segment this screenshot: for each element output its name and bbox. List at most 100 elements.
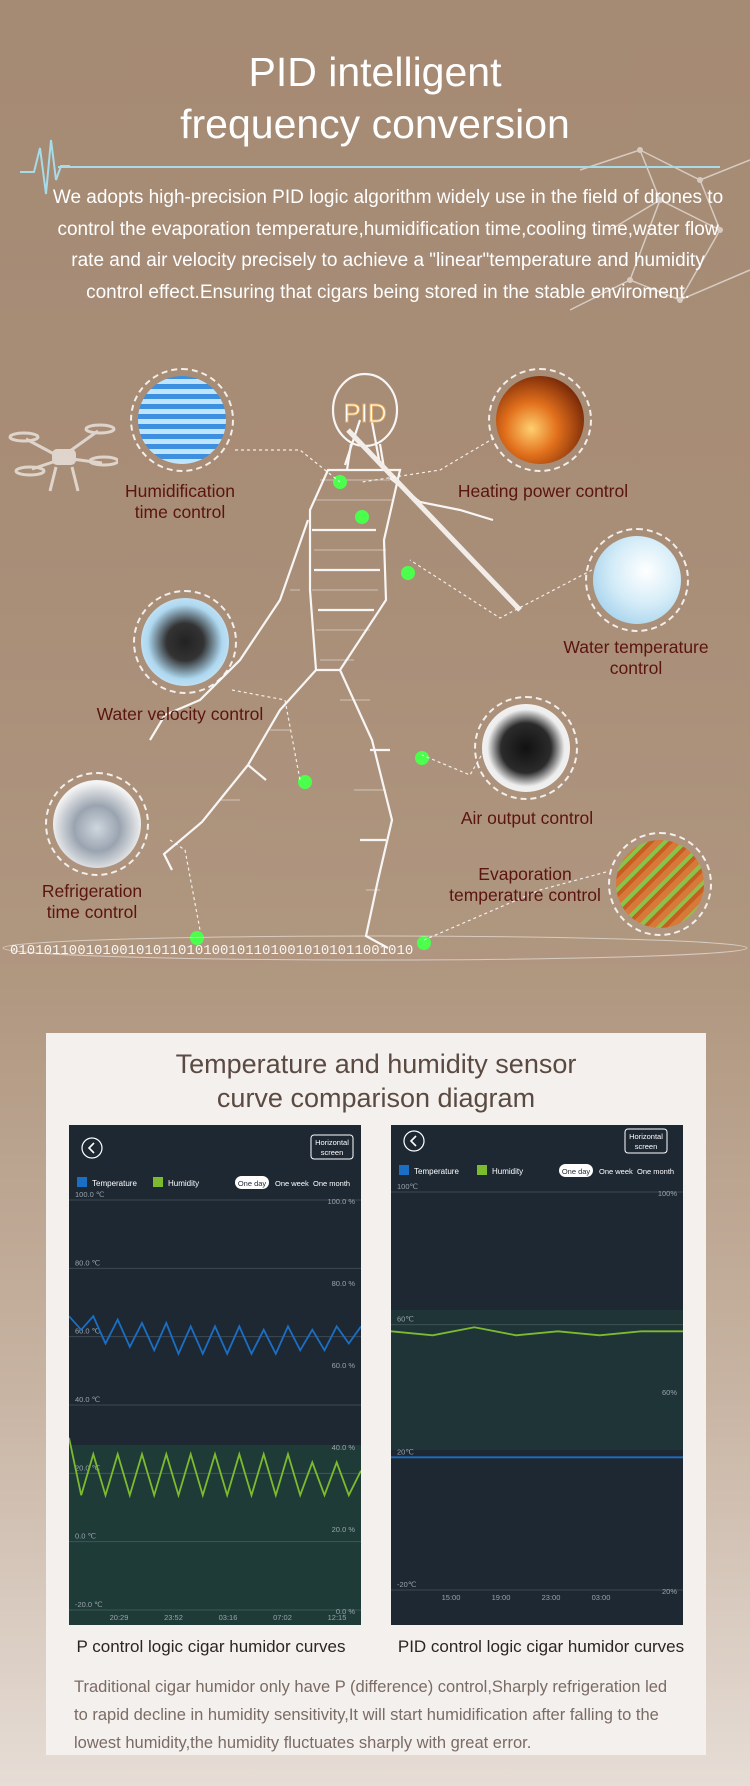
refrigeration-label: Refrigeration time control xyxy=(41,881,143,922)
tab-one-day[interactable] xyxy=(559,1164,593,1177)
x-tick-label: 23:52 xyxy=(164,1613,183,1622)
humidity-series-line xyxy=(68,1437,362,1499)
p-control-phone: Horizontal screen Temperature Humidity O… xyxy=(68,1125,362,1625)
binary-ground-ring: 0101011001010010101101010010110100101010… xyxy=(2,935,748,961)
y-right-tick-label: 20% xyxy=(662,1587,677,1596)
x-tick-label: 03:16 xyxy=(219,1613,238,1622)
back-button[interactable] xyxy=(403,1130,425,1152)
chevron-left-icon xyxy=(87,1142,95,1154)
y-right-tick-label: 40.0 % xyxy=(332,1443,356,1452)
heartbeat-icon xyxy=(20,139,70,195)
y-right-tick-label: 60.0 % xyxy=(332,1361,356,1370)
y-right-tick-label: 100% xyxy=(658,1189,678,1198)
page-title: PID intelligent frequency conversion xyxy=(0,46,750,150)
water-pump-image xyxy=(141,598,229,686)
compressor-image xyxy=(53,780,141,868)
y-right-tick-label: 100.0 % xyxy=(327,1197,355,1206)
blower-fan-image xyxy=(482,704,570,792)
svg-text:screen: screen xyxy=(321,1148,344,1157)
water-velocity-bubble xyxy=(133,590,237,694)
temperature-legend-swatch xyxy=(77,1177,87,1187)
connector-lines xyxy=(0,0,750,960)
temperature-legend-label: Temperature xyxy=(414,1167,459,1176)
pid-control-caption: PID control logic cigar humidor curves xyxy=(397,1637,685,1656)
x-tick-label: 19:00 xyxy=(492,1593,511,1602)
svg-text:screen: screen xyxy=(635,1142,658,1151)
pid-control-chart: Horizontal screen Temperature Humidity O… xyxy=(390,1125,683,1625)
horizontal-screen-button[interactable] xyxy=(624,1128,668,1154)
temperature-legend-label: Temperature xyxy=(92,1179,137,1188)
y-left-tick-label: 60.0 ℃ xyxy=(75,1327,101,1336)
y-right-tick-label: 0.0 % xyxy=(336,1607,356,1616)
heating-label: Heating power control xyxy=(457,481,629,501)
svg-text:Horizontal: Horizontal xyxy=(315,1138,349,1147)
humidity-series-line xyxy=(390,1326,683,1337)
y-left-tick-label: 20℃ xyxy=(397,1447,414,1456)
x-tick-label: 15:00 xyxy=(442,1593,461,1602)
tab-one-day[interactable] xyxy=(235,1176,269,1189)
title-divider xyxy=(58,166,720,168)
x-tick-label: 12:15 xyxy=(328,1613,347,1622)
humidification-bubble xyxy=(130,368,234,472)
y-right-tick-label: 60% xyxy=(662,1388,677,1397)
temperature-legend-swatch xyxy=(399,1165,409,1175)
comparison-card: Temperature and humidity sensor curve co… xyxy=(46,1033,706,1755)
heating-element-image xyxy=(496,376,584,464)
y-left-tick-label: 0.0 ℃ xyxy=(75,1532,97,1541)
evaporation-label: Evaporation temperature control xyxy=(449,864,601,905)
tab-one-week[interactable]: One week xyxy=(275,1179,309,1188)
humidity-legend-label: Humidity xyxy=(492,1167,523,1176)
y-left-tick-label: 60℃ xyxy=(397,1315,414,1324)
air-output-label: Air output control xyxy=(460,808,594,828)
comparison-description: Traditional cigar humidor only have P (d… xyxy=(74,1678,668,1752)
horizontal-screen-button[interactable] xyxy=(310,1134,354,1160)
svg-text:Horizontal: Horizontal xyxy=(629,1132,663,1141)
humidity-legend-swatch xyxy=(153,1177,163,1187)
binary-digits-text: 0101011001010010101101010010110100101010… xyxy=(10,943,413,959)
tab-one-week[interactable]: One week xyxy=(599,1167,633,1176)
humidity-legend-swatch xyxy=(477,1165,487,1175)
refrigeration-bubble xyxy=(45,772,149,876)
evaporation-bubble xyxy=(608,832,712,936)
pid-head-text: PID xyxy=(343,398,386,428)
comparison-title: Temperature and humidity sensor curve co… xyxy=(175,1049,577,1113)
chevron-left-icon xyxy=(409,1135,417,1147)
humidifier-coil-image xyxy=(138,376,226,464)
drone-icon xyxy=(8,423,118,492)
y-left-tick-label: 20.0 ℃ xyxy=(75,1463,101,1472)
pid-control-phone: Horizontal screen Temperature Humidity O… xyxy=(390,1125,683,1625)
title-line-1: PID intelligent xyxy=(248,49,502,95)
y-left-tick-label: 80.0 ℃ xyxy=(75,1258,101,1267)
back-button[interactable] xyxy=(81,1137,103,1159)
humidification-label: Humidification time control xyxy=(125,481,235,522)
temperature-probe-image xyxy=(593,536,681,624)
x-tick-label: 23:00 xyxy=(542,1593,561,1602)
x-tick-label: 20:29 xyxy=(110,1613,129,1622)
title-line-2: frequency conversion xyxy=(180,101,570,147)
evaporator-coil-image xyxy=(616,840,704,928)
y-right-tick-label: 80.0 % xyxy=(332,1279,356,1288)
p-control-chart: Horizontal screen Temperature Humidity O… xyxy=(68,1125,362,1625)
temperature-series-line xyxy=(68,1314,362,1357)
tab-one-month[interactable]: One month xyxy=(637,1167,674,1176)
intro-text: We adopts high-precision PID logic algor… xyxy=(52,187,724,303)
tab-one-month[interactable]: One month xyxy=(313,1179,350,1188)
water-temp-bubble xyxy=(585,528,689,632)
water-velocity-label: Water velocity control xyxy=(96,704,264,724)
humidity-legend-label: Humidity xyxy=(168,1179,199,1188)
water-temperature-label: Water temperature control xyxy=(563,637,709,678)
y-left-tick-label: -20.0 ℃ xyxy=(75,1600,103,1609)
y-left-tick-label: 100℃ xyxy=(397,1182,419,1191)
x-tick-label: 03:00 xyxy=(592,1593,611,1602)
x-tick-label: 07:02 xyxy=(273,1613,292,1622)
air-output-bubble xyxy=(474,696,578,800)
y-left-tick-label: 100.0 ℃ xyxy=(75,1190,105,1199)
svg-text:One day: One day xyxy=(562,1167,591,1176)
svg-text:One day: One day xyxy=(238,1179,267,1188)
y-left-tick-label: -20℃ xyxy=(397,1580,417,1589)
p-control-caption: P control logic cigar humidor curves xyxy=(76,1637,346,1656)
y-left-tick-label: 40.0 ℃ xyxy=(75,1395,101,1404)
heating-bubble xyxy=(488,368,592,472)
y-right-tick-label: 20.0 % xyxy=(332,1525,356,1534)
